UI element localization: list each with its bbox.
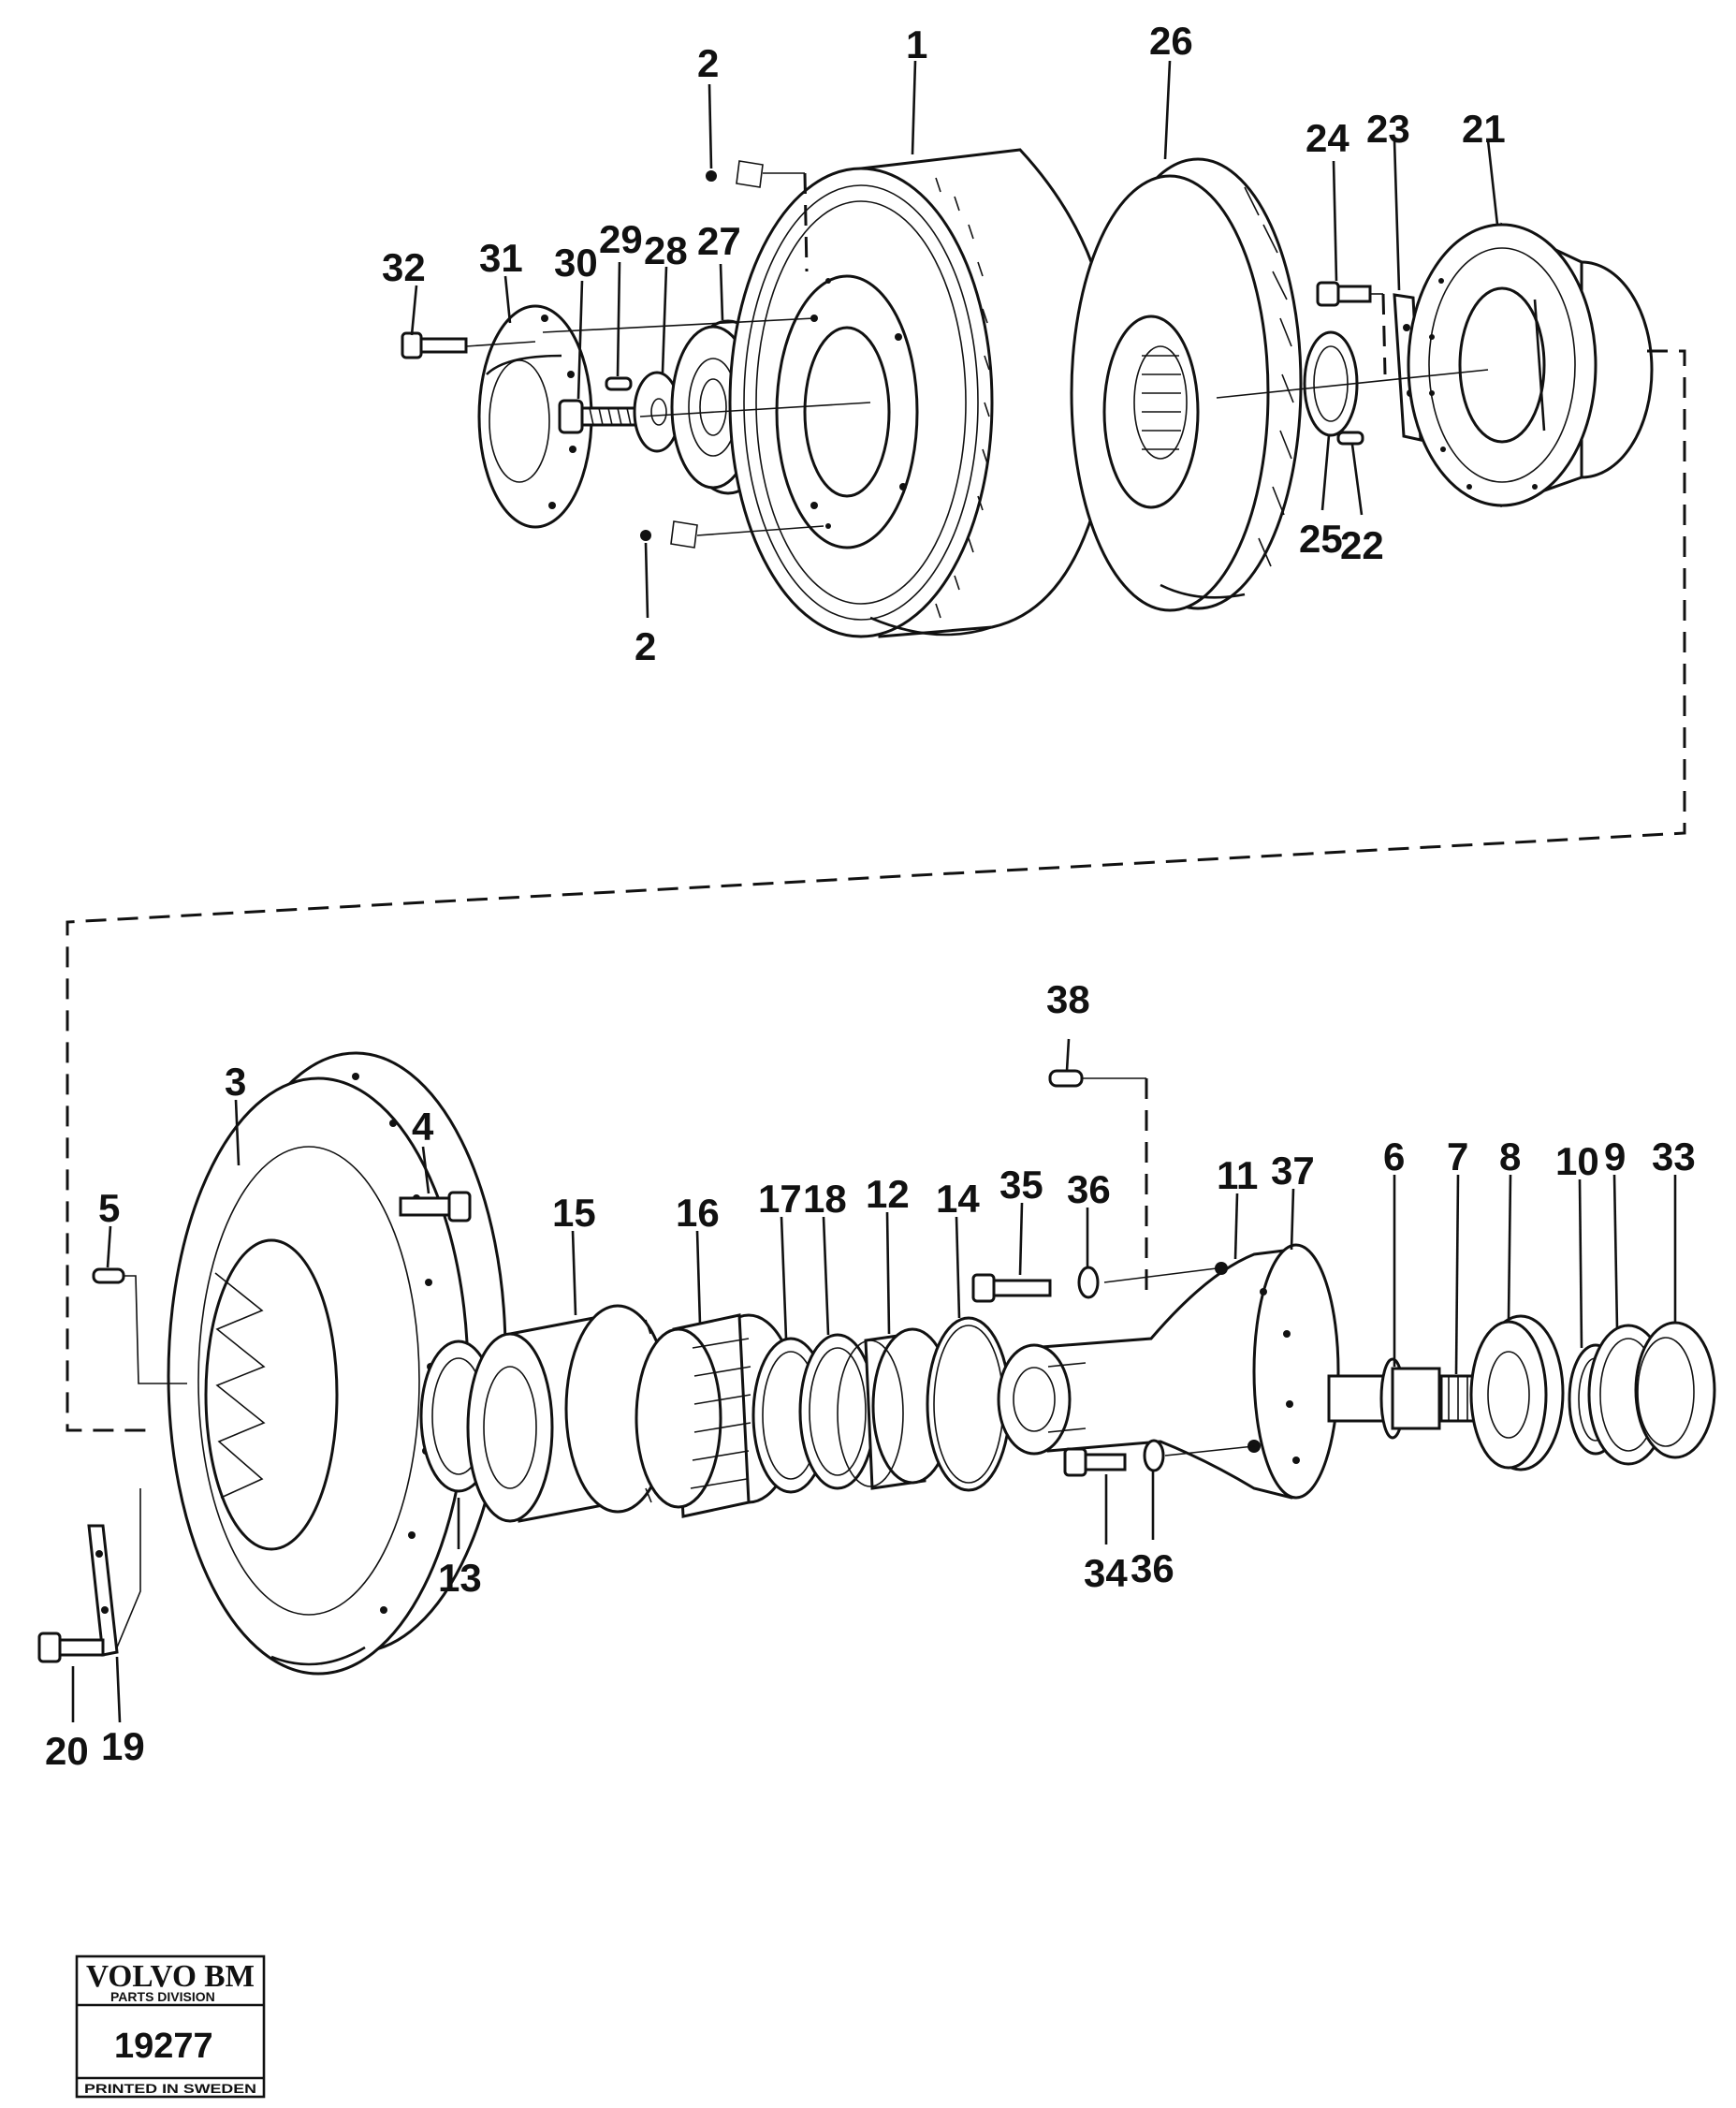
part-36-washer-bottom (1143, 1439, 1165, 1472)
part-7-spacer (1439, 1374, 1476, 1423)
part-35-bolt (971, 1273, 1052, 1303)
part-29-pin (605, 376, 633, 391)
stamp-printed: PRINTED IN SWEDEN (84, 2081, 256, 2096)
part-21-pump-impeller (1407, 222, 1654, 508)
callout-18: 18 (803, 1177, 847, 1221)
callout-36-bottom: 36 (1131, 1546, 1174, 1590)
connector-dashed-line (66, 349, 1686, 1432)
callout-34: 34 (1084, 1551, 1128, 1595)
part-30-bolt (558, 399, 642, 434)
callout-31: 31 (479, 236, 523, 280)
callout-4: 4 (412, 1105, 434, 1149)
part-6-shaft (1327, 1357, 1441, 1440)
callout-24: 24 (1306, 116, 1349, 160)
callout-9: 9 (1604, 1135, 1626, 1178)
part-34-bolt (1063, 1447, 1127, 1477)
callout-29: 29 (599, 217, 643, 261)
callout-6: 6 (1383, 1135, 1405, 1178)
callout-23: 23 (1366, 107, 1410, 151)
callout-17: 17 (758, 1177, 802, 1221)
bottom-leader-lines (71, 1038, 1677, 1723)
part-19-lock-plate (87, 1524, 119, 1657)
part-38-pin (1048, 1069, 1084, 1088)
callout-37: 37 (1271, 1149, 1315, 1193)
callout-22: 22 (1340, 523, 1384, 567)
part-22-pin (1336, 431, 1364, 446)
callout-36-top: 36 (1067, 1167, 1111, 1211)
callout-11: 11 (1217, 1153, 1258, 1197)
part-14-o-ring (926, 1316, 1012, 1492)
part-15-gear-hub (466, 1304, 671, 1523)
part-36-washer-top (1077, 1266, 1100, 1299)
top-leader-lines (410, 60, 1499, 619)
callout-30: 30 (554, 241, 598, 285)
part-33-ring (1634, 1321, 1716, 1459)
part-20-bolt (37, 1632, 105, 1663)
part-26-turbine (1070, 157, 1303, 612)
part-2-screw-bottom (640, 520, 698, 549)
part-8-bearing (1469, 1314, 1565, 1471)
callout-19: 19 (101, 1724, 145, 1768)
stamp-number: 19277 (114, 2027, 213, 2066)
callout-38: 38 (1046, 977, 1090, 1021)
callout-28: 28 (644, 228, 688, 272)
part-28-washer (633, 371, 681, 453)
callout-16: 16 (676, 1191, 720, 1235)
callout-26: 26 (1149, 19, 1193, 63)
part-1-drum-ring-gear (728, 148, 1115, 638)
part-32-bolt (401, 331, 468, 359)
callout-27: 27 (697, 219, 741, 263)
callout-2-bottom: 2 (635, 624, 656, 668)
callout-33: 33 (1652, 1135, 1696, 1178)
callout-10: 10 (1555, 1139, 1599, 1183)
callout-14: 14 (936, 1177, 980, 1221)
callout-2-top: 2 (697, 41, 719, 85)
callout-32: 32 (382, 245, 426, 289)
part-4-bolt (399, 1191, 472, 1222)
stamp-division: PARTS DIVISION (110, 1989, 215, 2004)
part-11-housing (997, 1243, 1340, 1500)
callout-7: 7 (1447, 1135, 1468, 1178)
part-5-pin (92, 1267, 125, 1284)
callout-25: 25 (1299, 517, 1343, 561)
callout-8: 8 (1499, 1135, 1521, 1178)
callout-20: 20 (45, 1729, 89, 1773)
callout-12: 12 (866, 1172, 910, 1216)
part-24-bolt (1316, 281, 1372, 307)
callout-13: 13 (438, 1556, 482, 1600)
part-16-freewheel (635, 1313, 799, 1518)
stamp-brand: VOLVO BM (86, 1959, 255, 1994)
callout-15: 15 (552, 1191, 596, 1235)
callout-35: 35 (999, 1163, 1043, 1207)
callout-numbers: 1 26 2 2 24 23 21 32 31 30 29 28 27 25 2… (45, 19, 1696, 1773)
part-2-screw-top (706, 160, 764, 188)
callout-3: 3 (225, 1060, 246, 1104)
callout-1: 1 (906, 22, 927, 66)
volvo-bm-parts-stamp: VOLVO BM PARTS DIVISION 19277 PRINTED IN… (75, 1954, 266, 2099)
callout-5: 5 (98, 1186, 120, 1230)
callout-21: 21 (1462, 107, 1506, 151)
